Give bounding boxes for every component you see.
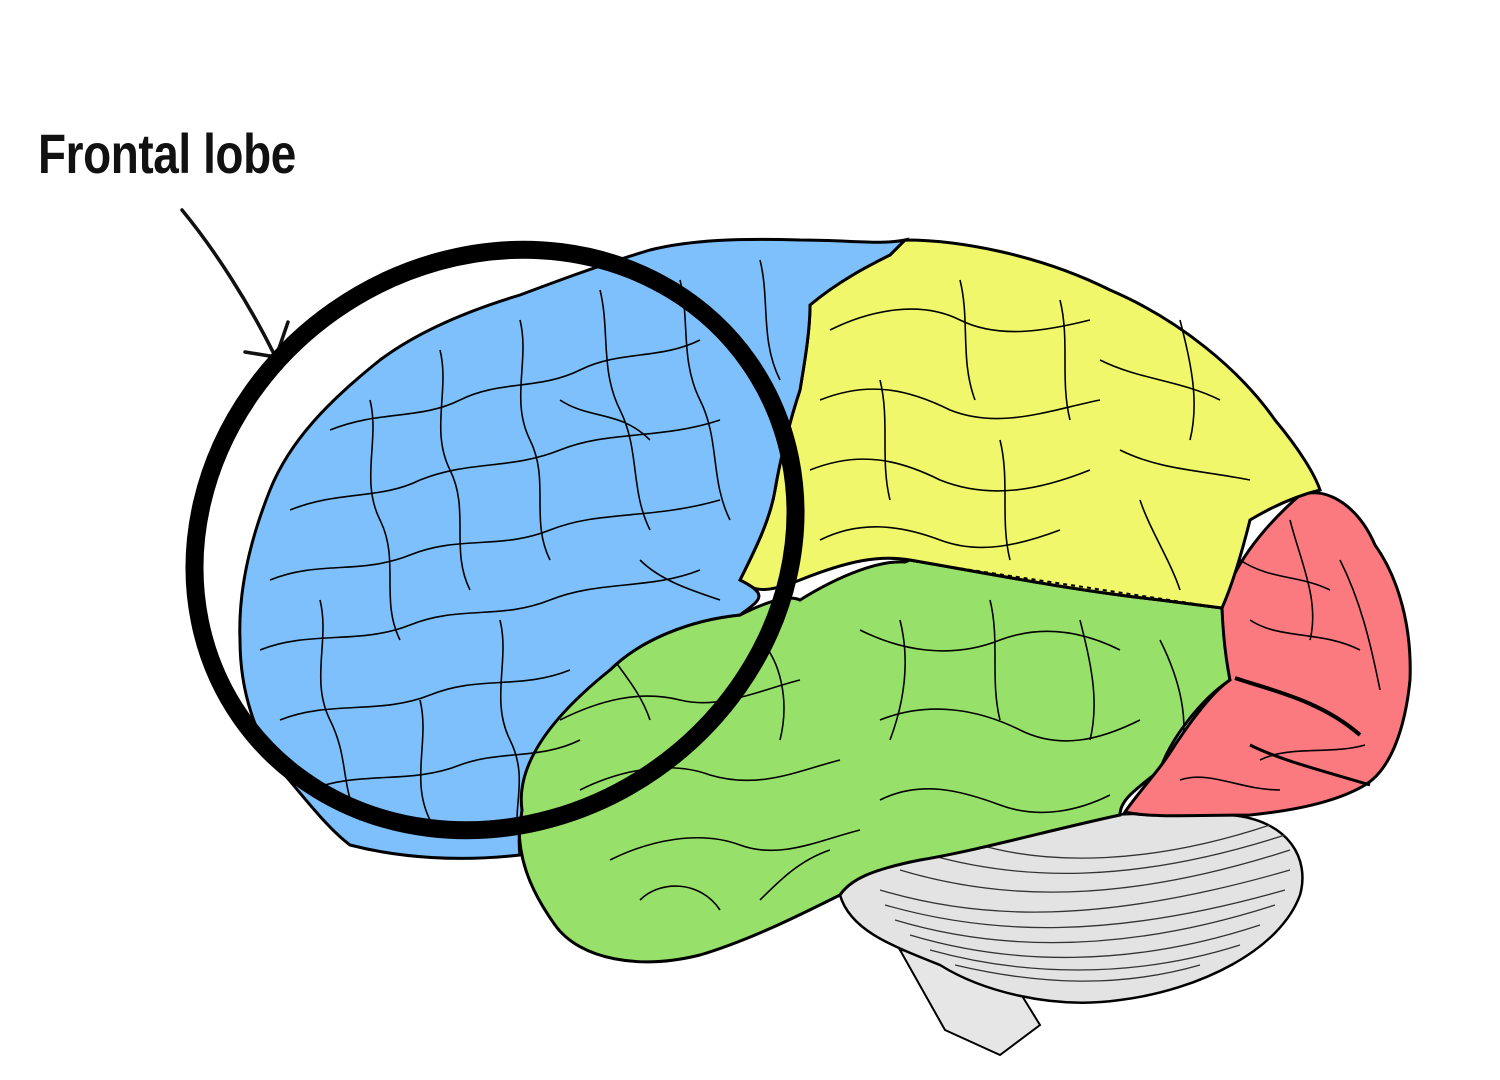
label-arrow: [180, 208, 290, 359]
frontal-lobe-highlight-ring: [185, 240, 805, 840]
temporal-lobe: [517, 558, 1232, 964]
parietal-lobe: [738, 238, 1322, 610]
cerebellum: [838, 811, 1304, 1004]
occipital-lobe: [1122, 491, 1412, 818]
frontal-lobe-label: Frontal lobe: [38, 122, 296, 185]
frontal-lobe: [238, 237, 910, 860]
